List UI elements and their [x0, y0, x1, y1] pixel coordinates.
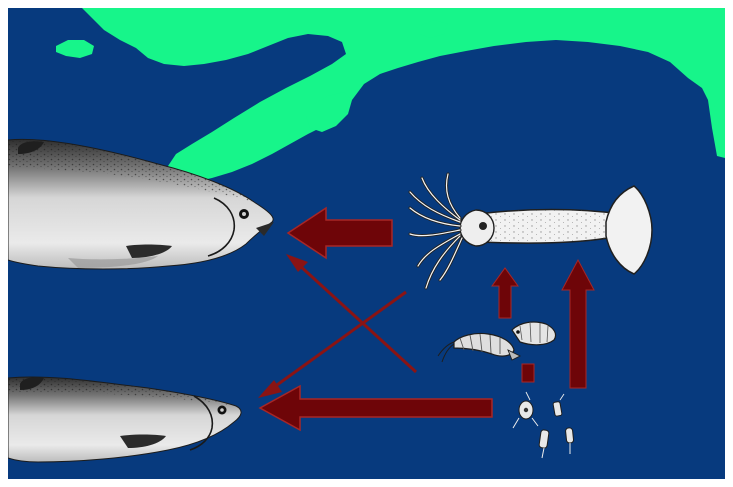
arrow-zooplankton-to-shrimp — [522, 364, 534, 382]
food-web-canvas — [8, 8, 725, 479]
food-web-diagram — [8, 8, 725, 479]
